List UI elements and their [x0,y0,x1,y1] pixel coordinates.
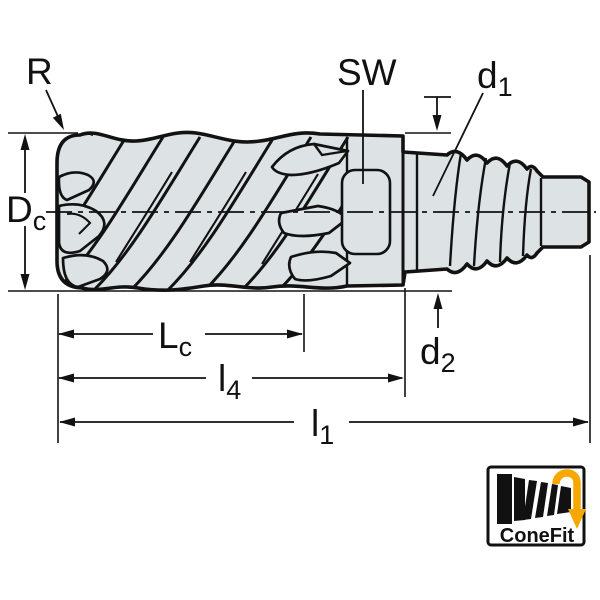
label-d2: d2 [420,331,456,378]
thread-flank-lines [448,152,533,267]
cutting-section [57,132,354,291]
label-d1: d1 [477,55,513,102]
label-wrench-flat: SW [337,52,397,93]
dimension-dc [8,132,452,292]
label-radius: R [26,51,53,92]
label-l1: l1 [311,403,334,450]
dimension-lc [58,294,305,352]
dimension-l4 [58,288,406,397]
label-dc: Dc [6,189,46,236]
dimension-radius [45,89,64,130]
end-cutting-teeth [57,132,109,289]
label-lc: Lc [158,315,192,362]
dimension-d1 [405,92,484,197]
flute-runout-teeth [270,142,352,282]
conefit-logo-label: ConeFit [500,525,575,547]
cone-adapter-icon [497,474,571,524]
conefit-logo: ConeFit [486,465,586,547]
dimension-l1 [57,255,591,443]
dimension-d2 [433,293,443,328]
label-l4: l4 [218,358,241,405]
rotation-arrow-icon [552,469,586,529]
